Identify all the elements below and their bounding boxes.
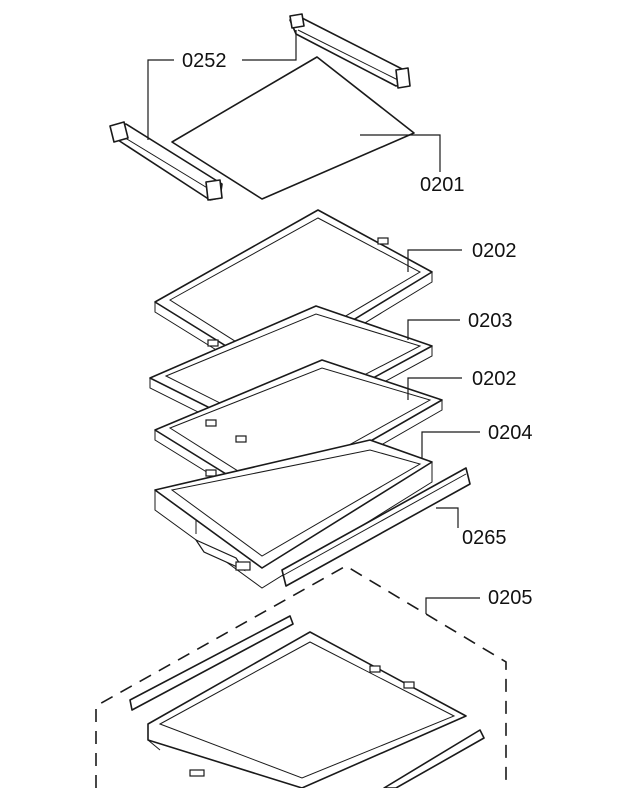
drawer-frame [154,439,433,589]
crisper-drawer-assembly [95,565,507,788]
support-rail-left [109,121,223,201]
leader-lines [147,30,480,614]
callout-0201: 0201 [420,174,465,196]
support-rail-right [289,13,411,89]
glass-cover-plate [171,56,415,200]
callout-0203: 0203 [468,310,513,332]
callout-0265: 0265 [462,527,507,549]
callout-0205: 0205 [488,587,533,609]
front-trim-strip [281,467,471,587]
callout-0202-upper: 0202 [472,240,517,262]
callout-0252: 0252 [182,50,227,72]
callout-0204: 0204 [488,422,533,444]
callout-0202-lower: 0202 [472,368,517,390]
